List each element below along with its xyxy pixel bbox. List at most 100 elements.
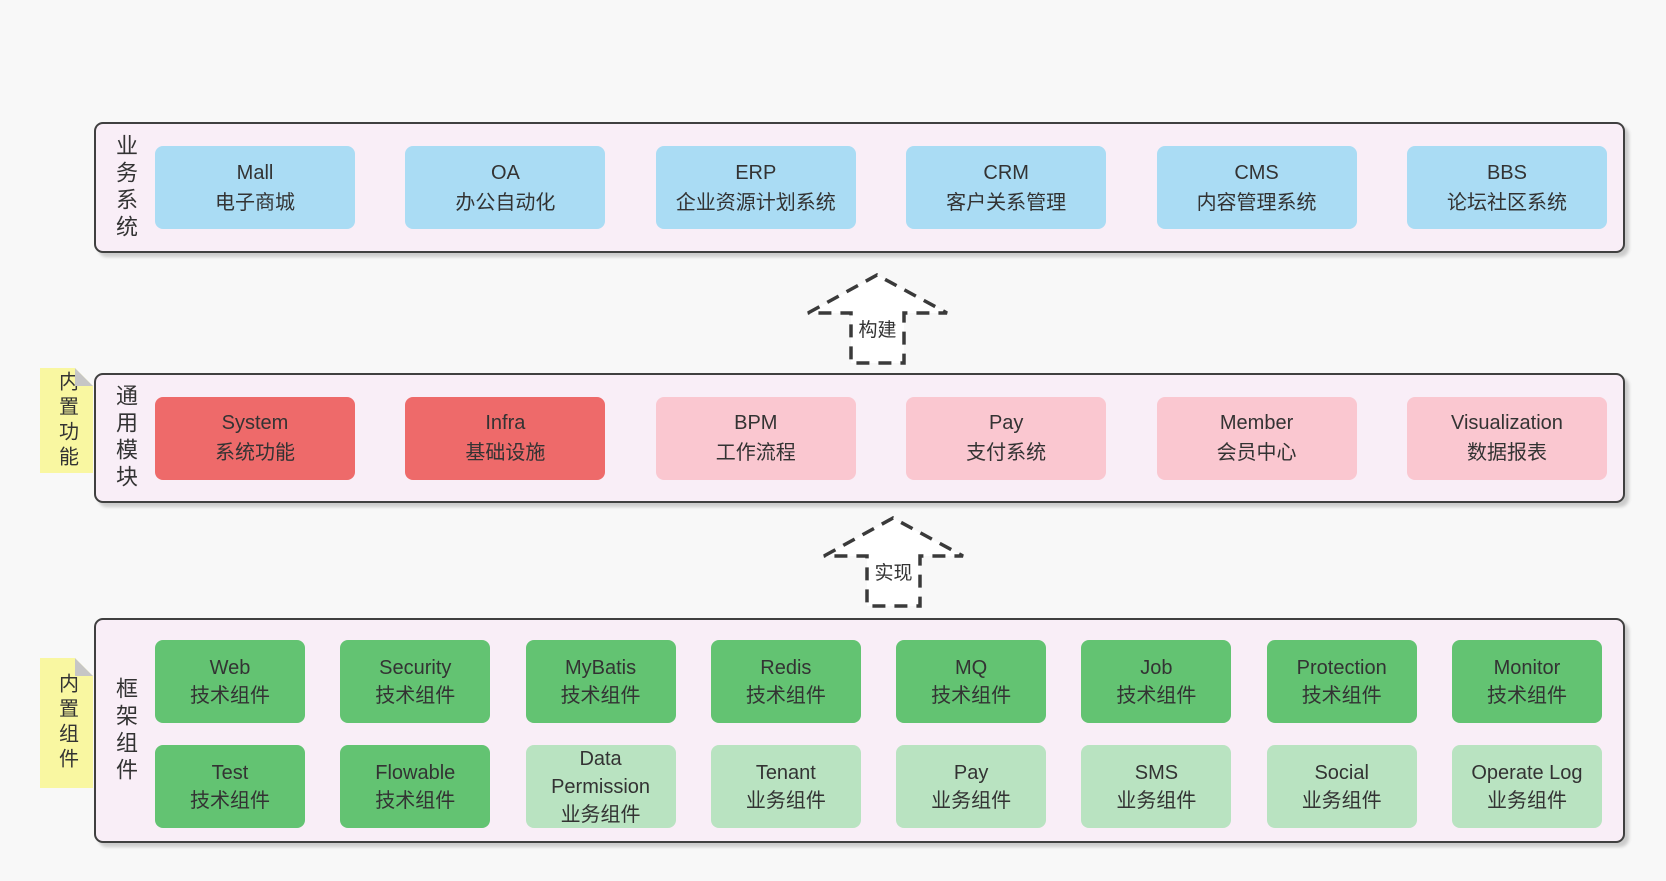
box-tenant: Tenant 业务组件	[710, 745, 861, 828]
box-title: Web	[209, 656, 251, 679]
box-subtitle: 技术组件	[190, 684, 270, 707]
box-subtitle: 技术组件	[190, 789, 270, 812]
box-title: Social	[1314, 761, 1369, 784]
box-subtitle: 技术组件	[375, 684, 456, 707]
box-subtitle: 论坛社区系统	[1446, 191, 1567, 214]
box-subtitle: 业务组件	[560, 803, 641, 826]
box-test: Test 技术组件	[155, 745, 305, 828]
layer-label-business-systems: 业务系统	[96, 124, 154, 251]
folded-corner-icon	[75, 658, 93, 676]
box-bpm: BPM 工作流程	[655, 396, 856, 480]
box-crm: CRM 客户关系管理	[906, 146, 1107, 229]
box-subtitle: 技术组件	[1486, 684, 1567, 707]
box-title: Mall	[236, 161, 274, 184]
box-oa: OA 办公自动化	[405, 146, 606, 229]
arrow-implement: 实现	[821, 514, 966, 609]
box-web: Web 技术组件	[155, 640, 305, 723]
box-security: Security 技术组件	[340, 640, 491, 723]
box-title: Job	[1140, 656, 1173, 679]
box-mybatis: MyBatis 技术组件	[525, 640, 676, 723]
box-title: Protection	[1296, 656, 1387, 679]
box-subtitle: 工作流程	[715, 442, 796, 464]
box-subtitle: 业务组件	[1301, 789, 1382, 812]
box-subtitle: 内容管理系统	[1196, 191, 1317, 214]
box-title: Pay	[988, 412, 1024, 434]
box-title: OA	[490, 161, 520, 184]
box-subtitle: 会员中心	[1216, 442, 1297, 464]
business-systems-boxes: Mall 电子商城 OA 办公自动化 ERP 企业资源计划系统 CRM 客户关系…	[155, 124, 1607, 251]
box-subtitle: 技术组件	[375, 789, 456, 812]
box-protection: Protection 技术组件	[1266, 640, 1417, 723]
sticky-note-built-in-components: 内置组件	[40, 658, 93, 788]
box-subtitle: 办公自动化	[455, 191, 556, 214]
box-subtitle: 基础设施	[465, 442, 546, 464]
box-subtitle: 业务组件	[745, 789, 826, 812]
box-title: Security	[379, 656, 452, 679]
box-mall: Mall 电子商城	[155, 146, 355, 229]
folded-corner-icon	[75, 368, 93, 386]
box-title: Data Permission	[551, 747, 651, 798]
box-sms: SMS 业务组件	[1081, 745, 1232, 828]
box-subtitle: 技术组件	[745, 684, 826, 707]
framework-components-row-2: Test 技术组件 Flowable 技术组件 Data Permission …	[155, 745, 1602, 828]
sticky-note-built-in-features: 内置功能	[40, 368, 93, 473]
box-title: Member	[1219, 412, 1294, 434]
box-subtitle: 数据报表	[1466, 442, 1547, 464]
box-title: MQ	[955, 656, 988, 679]
box-title: Visualization	[1450, 412, 1563, 434]
box-title: SMS	[1134, 761, 1179, 784]
box-title: Pay	[953, 761, 989, 784]
arrow-build: 构建	[805, 271, 950, 366]
arrow-label: 实现	[872, 558, 915, 585]
sticky-note-label: 内置功能	[55, 370, 78, 471]
box-pay: Pay 支付系统	[906, 396, 1107, 480]
box-subtitle: 业务组件	[1116, 789, 1197, 812]
box-subtitle: 系统功能	[215, 442, 295, 464]
box-title: CMS	[1234, 161, 1279, 184]
layer-common-modules: 通用模块 System 系统功能 Infra 基础设施 BPM 工作流程 Pay…	[94, 373, 1625, 503]
box-job: Job 技术组件	[1081, 640, 1232, 723]
box-subtitle: 技术组件	[1116, 684, 1197, 707]
box-subtitle: 技术组件	[560, 684, 641, 707]
box-monitor: Monitor 技术组件	[1451, 640, 1602, 723]
box-title: Infra	[485, 412, 526, 434]
box-subtitle: 支付系统	[966, 442, 1047, 464]
layer-label-framework-components: 框架组件	[96, 620, 154, 841]
layer-label-text: 通用模块	[113, 384, 138, 492]
layer-label-text: 框架组件	[113, 676, 138, 785]
box-operate-log: Operate Log 业务组件	[1451, 745, 1602, 828]
sticky-note-label: 内置组件	[55, 673, 78, 773]
framework-components-row-1: Web 技术组件 Security 技术组件 MyBatis 技术组件 Redi…	[155, 640, 1602, 723]
box-title: CRM	[983, 161, 1029, 184]
layer-label-text: 业务系统	[113, 133, 138, 242]
box-mq: MQ 技术组件	[896, 640, 1047, 723]
box-title: MyBatis	[565, 656, 637, 679]
box-flowable: Flowable 技术组件	[340, 745, 491, 828]
box-member: Member 会员中心	[1156, 396, 1357, 480]
box-title: BBS	[1486, 161, 1527, 184]
box-title: Tenant	[755, 761, 816, 784]
box-title: Flowable	[375, 761, 456, 784]
layer-framework-components: 框架组件 Web 技术组件 Security 技术组件 MyBatis 技术组件…	[94, 618, 1625, 843]
box-redis: Redis 技术组件	[710, 640, 861, 723]
arrow-label: 构建	[856, 315, 899, 342]
box-subtitle: 企业资源计划系统	[675, 191, 836, 214]
box-bbs: BBS 论坛社区系统	[1406, 146, 1607, 229]
box-subtitle: 客户关系管理	[946, 191, 1067, 214]
box-data-permission: Data Permission 业务组件	[525, 745, 676, 828]
box-subtitle: 技术组件	[1301, 684, 1382, 707]
box-visualization: Visualization 数据报表	[1406, 396, 1607, 480]
box-cms: CMS 内容管理系统	[1156, 146, 1357, 229]
box-title: Test	[211, 761, 249, 784]
box-subtitle: 业务组件	[1486, 789, 1567, 812]
box-title: BPM	[734, 412, 778, 434]
box-infra: Infra 基础设施	[405, 396, 606, 480]
box-subtitle: 技术组件	[931, 684, 1012, 707]
common-modules-boxes: System 系统功能 Infra 基础设施 BPM 工作流程 Pay 支付系统…	[155, 375, 1607, 501]
box-erp: ERP 企业资源计划系统	[655, 146, 856, 229]
box-title: Operate Log	[1471, 761, 1583, 784]
box-system: System 系统功能	[155, 396, 355, 480]
box-title: ERP	[735, 161, 777, 184]
box-subtitle: 电子商城	[215, 191, 295, 214]
